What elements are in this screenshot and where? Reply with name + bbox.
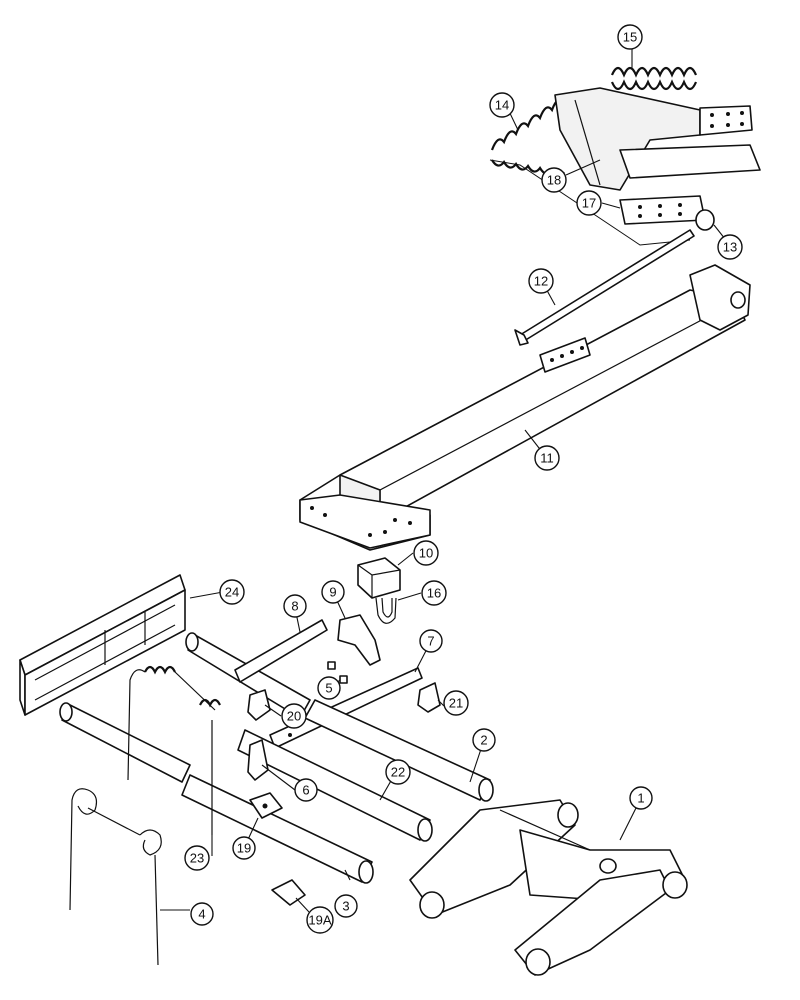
callout-5-label: 5 bbox=[325, 681, 332, 696]
clamp-19 bbox=[249, 792, 283, 819]
callout-17-label: 17 bbox=[582, 196, 596, 211]
callout-23: 23 bbox=[184, 845, 210, 871]
beam-clevis bbox=[689, 264, 751, 331]
callout-4: 4 bbox=[190, 902, 214, 926]
tube-22 bbox=[237, 729, 433, 842]
callout-11-label: 11 bbox=[540, 451, 554, 466]
callout-10: 10 bbox=[413, 540, 439, 566]
callout-6: 6 bbox=[294, 778, 318, 802]
callout-16: 16 bbox=[421, 580, 447, 606]
callout-4-label: 4 bbox=[198, 907, 205, 922]
callout-21: 21 bbox=[443, 690, 469, 716]
callout-24: 24 bbox=[219, 579, 245, 605]
callout-18-label: 18 bbox=[547, 173, 561, 188]
callout-10-label: 10 bbox=[419, 546, 433, 561]
callout-23-label: 23 bbox=[190, 851, 204, 866]
callout-19-label: 19 bbox=[237, 841, 251, 856]
callout-11: 11 bbox=[534, 445, 560, 471]
main-beam-11 bbox=[299, 264, 751, 551]
callout-3-label: 3 bbox=[342, 899, 349, 914]
callout-13-label: 13 bbox=[723, 240, 737, 255]
callout-5: 5 bbox=[317, 676, 341, 700]
callout-16-label: 16 bbox=[427, 586, 441, 601]
callout-19a: 19A bbox=[306, 906, 334, 934]
tine-spring-4 bbox=[69, 788, 162, 966]
callout-12-label: 12 bbox=[534, 274, 548, 289]
mount-bracket-18 bbox=[554, 87, 701, 191]
callout-20-label: 20 bbox=[287, 709, 301, 724]
callout-6-label: 6 bbox=[302, 783, 309, 798]
callout-20: 20 bbox=[281, 703, 307, 729]
spring-mount-assembly bbox=[489, 66, 761, 246]
callout-22-label: 22 bbox=[391, 765, 405, 780]
tube-3 bbox=[181, 774, 374, 884]
callout-18: 18 bbox=[541, 167, 567, 193]
callout-13: 13 bbox=[717, 234, 743, 260]
callout-14: 14 bbox=[489, 92, 515, 118]
callout-22: 22 bbox=[385, 759, 411, 785]
callout-24-label: 24 bbox=[225, 585, 239, 600]
callout-9: 9 bbox=[321, 580, 345, 604]
callout-8-label: 8 bbox=[291, 599, 298, 614]
callout-7: 7 bbox=[419, 629, 443, 653]
bolt-plate-17 bbox=[619, 195, 706, 225]
callout-7-label: 7 bbox=[427, 634, 434, 649]
callout-21-label: 21 bbox=[449, 696, 463, 711]
tube-2 bbox=[304, 699, 494, 802]
spring-15 bbox=[610, 66, 698, 91]
bracket-20 bbox=[247, 689, 271, 721]
tube-left bbox=[59, 702, 191, 783]
callout-19a-label: 19A bbox=[308, 913, 331, 928]
rail-24 bbox=[19, 574, 186, 716]
callout-8: 8 bbox=[283, 594, 307, 618]
callout-12: 12 bbox=[528, 268, 554, 294]
callout-2-label: 2 bbox=[480, 733, 487, 748]
callout-14-label: 14 bbox=[495, 98, 509, 113]
leader-lines bbox=[160, 49, 730, 913]
bolt-plate-top bbox=[619, 144, 761, 179]
bracket-6 bbox=[247, 739, 269, 781]
bracket-9 bbox=[337, 614, 381, 666]
strap-8 bbox=[234, 619, 328, 683]
upper-bolt-plate bbox=[699, 105, 753, 136]
callout-15: 15 bbox=[617, 24, 643, 50]
bracket-19a bbox=[271, 879, 306, 906]
tine-23 bbox=[127, 665, 221, 835]
callout-1-label: 1 bbox=[637, 791, 644, 806]
callout-1: 1 bbox=[629, 786, 653, 810]
nut-13 bbox=[695, 209, 715, 231]
nuts-5 bbox=[327, 661, 348, 684]
callout-19: 19 bbox=[232, 836, 256, 860]
frame-1 bbox=[409, 799, 688, 976]
callout-17: 17 bbox=[576, 190, 602, 216]
rod-12 bbox=[514, 229, 695, 346]
adjust-tab bbox=[539, 337, 591, 373]
callout-2: 2 bbox=[472, 728, 496, 752]
callout-9-label: 9 bbox=[329, 585, 336, 600]
callout-3: 3 bbox=[334, 894, 358, 918]
bracket-21 bbox=[417, 682, 441, 713]
clamp-block-10 bbox=[357, 557, 401, 599]
callout-15-label: 15 bbox=[623, 30, 637, 45]
u-bolt-16 bbox=[375, 597, 397, 624]
